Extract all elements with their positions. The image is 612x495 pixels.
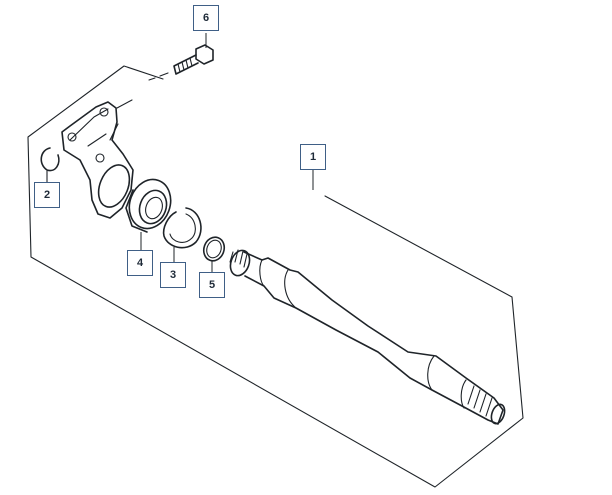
callout-5[interactable]: 5 [199, 272, 225, 298]
snap-ring-part [162, 207, 202, 263]
assembly-frame [27, 65, 524, 488]
callout-6[interactable]: 6 [193, 5, 219, 31]
callout-1[interactable]: 1 [300, 144, 326, 170]
bearing-part [125, 178, 172, 251]
bracket-housing-part [61, 99, 134, 219]
drive-shaft-part [229, 249, 506, 425]
callout-4[interactable]: 4 [127, 250, 153, 276]
circlip-part [40, 147, 60, 183]
o-ring-part [202, 236, 226, 273]
bolt-part [148, 33, 214, 81]
callout-3[interactable]: 3 [160, 262, 186, 288]
callout-2[interactable]: 2 [34, 182, 60, 208]
